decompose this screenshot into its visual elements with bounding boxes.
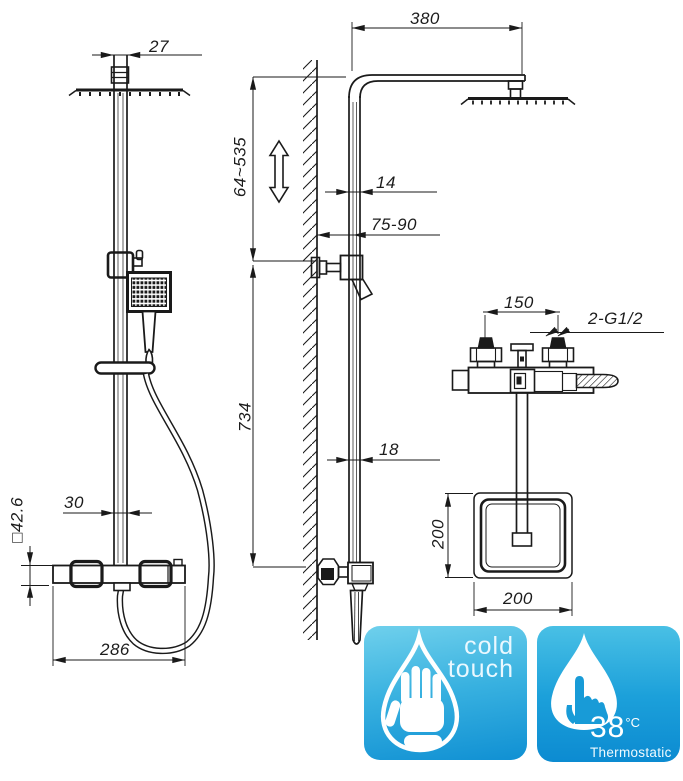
dim-inlet-spacing: 150: [504, 293, 534, 312]
side-view: [268, 60, 576, 645]
thermostatic-value: 38: [590, 711, 626, 744]
dim-head-width-front: 27: [149, 37, 169, 56]
side-view-dimensions: [249, 22, 523, 568]
cold-touch-drop-hand-icon: [380, 628, 460, 753]
front-view: [52, 55, 215, 655]
cold-touch-badge: cold touch: [364, 626, 527, 760]
cold-touch-line2: touch: [447, 655, 514, 683]
front-view-dimensions: [21, 51, 202, 666]
thermostatic-unit: °C: [625, 715, 640, 730]
dim-head-depth: 200: [428, 519, 448, 549]
thermostatic-text: 38°C Thermostatic: [590, 713, 672, 760]
dim-pipe-lower: 18: [379, 440, 399, 459]
head-top-view: [473, 393, 573, 579]
dim-valve-width: 286: [100, 640, 130, 659]
dim-pipe-front: 30: [64, 493, 84, 512]
dim-valve-body-square: □42.6: [7, 497, 27, 543]
dim-head-width: 200: [503, 589, 533, 608]
valve-bottom-view: [451, 337, 619, 394]
cold-touch-text: cold touch: [447, 632, 514, 683]
dim-arm-length: 380: [410, 9, 440, 28]
dim-adjustable-height: 64~535: [230, 136, 250, 198]
dim-pipe-upper: 14: [376, 173, 396, 192]
thermostatic-badge: 38°C Thermostatic: [537, 626, 680, 762]
thermostatic-drop-finger-icon: [551, 633, 617, 730]
thermostatic-label: Thermostatic: [590, 745, 672, 760]
dim-wall-to-pipe: 75-90: [371, 215, 417, 234]
cold-touch-line1: cold: [464, 632, 514, 660]
dim-thread-spec: 2-G1/2: [588, 309, 643, 328]
right-view-dimensions: [444, 308, 664, 616]
dim-riser-height: 734: [235, 402, 255, 432]
